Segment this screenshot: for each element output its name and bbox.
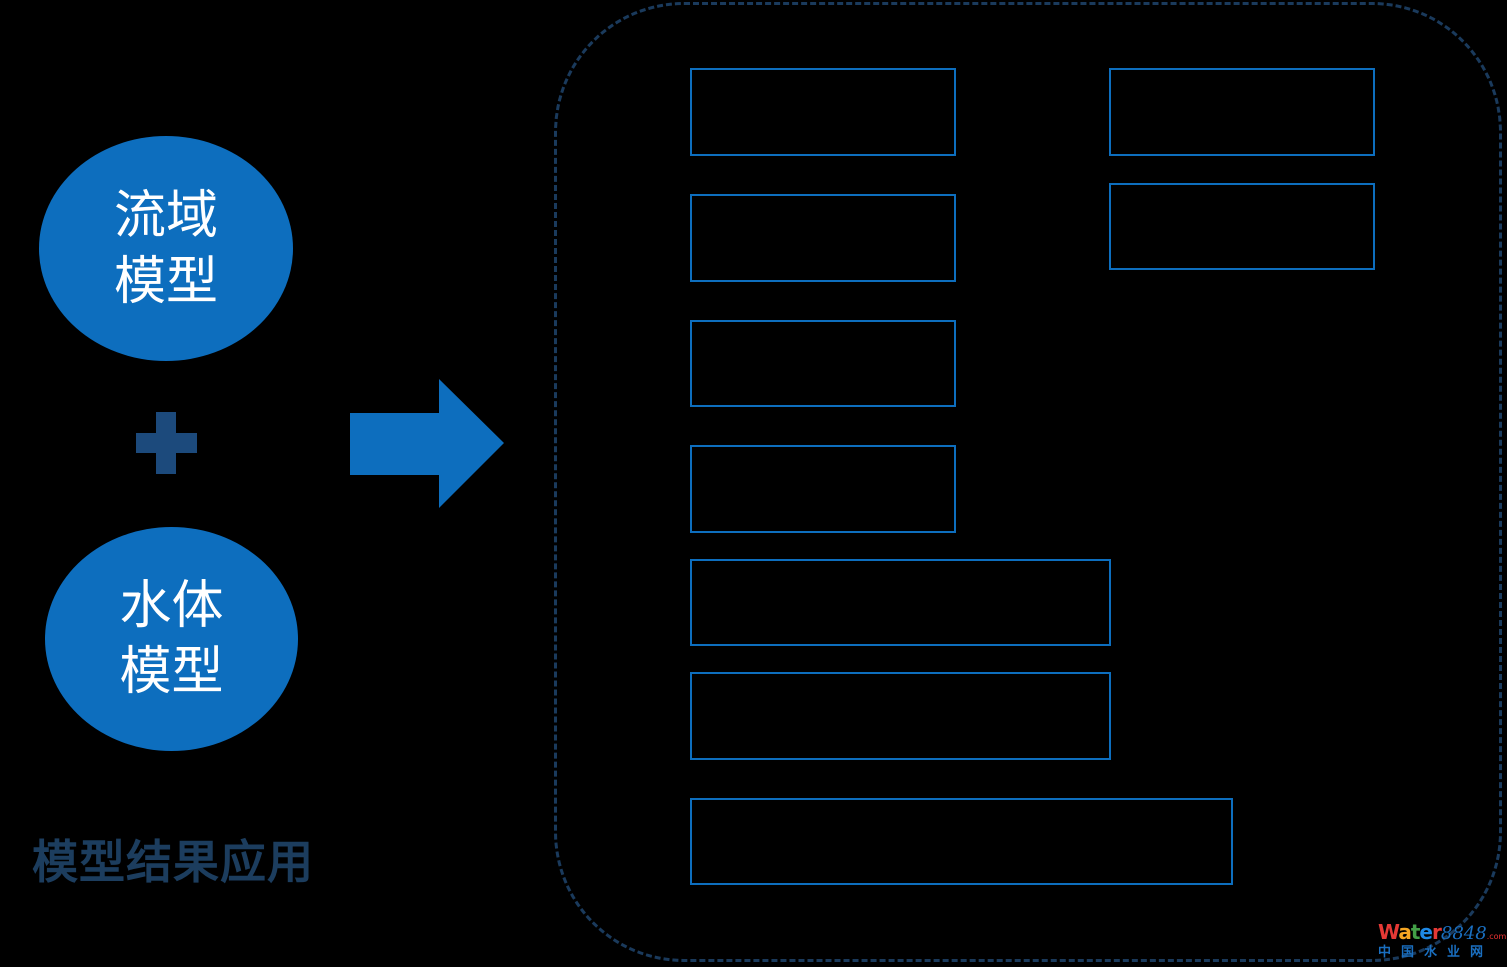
logo-number: 8848 (1440, 923, 1487, 944)
model-results-application-title: 模型结果应用 (32, 835, 314, 889)
applications-frame (554, 2, 1502, 962)
application-box (690, 798, 1233, 885)
plus-icon-bar (136, 433, 197, 453)
application-box (690, 559, 1111, 646)
logo-brand: Water (1378, 920, 1442, 944)
logo-cn: 中国水业网 (1378, 945, 1494, 960)
application-box (1109, 183, 1375, 270)
watershed-model-label: 流域模型 (113, 185, 218, 312)
application-box (690, 445, 956, 533)
watermark-logo: Water8848.com 中国水业网 (1378, 920, 1506, 960)
watershed-model-circle: 流域模型 (39, 136, 293, 361)
waterbody-model-label: 水体模型 (119, 576, 224, 702)
right-arrow-icon (350, 379, 504, 508)
application-box (690, 320, 956, 407)
application-box (690, 194, 956, 282)
logo-domain: .com (1486, 932, 1507, 941)
application-box (1109, 68, 1375, 156)
application-box (690, 672, 1111, 760)
waterbody-model-circle: 水体模型 (45, 527, 298, 751)
application-box (690, 68, 956, 156)
